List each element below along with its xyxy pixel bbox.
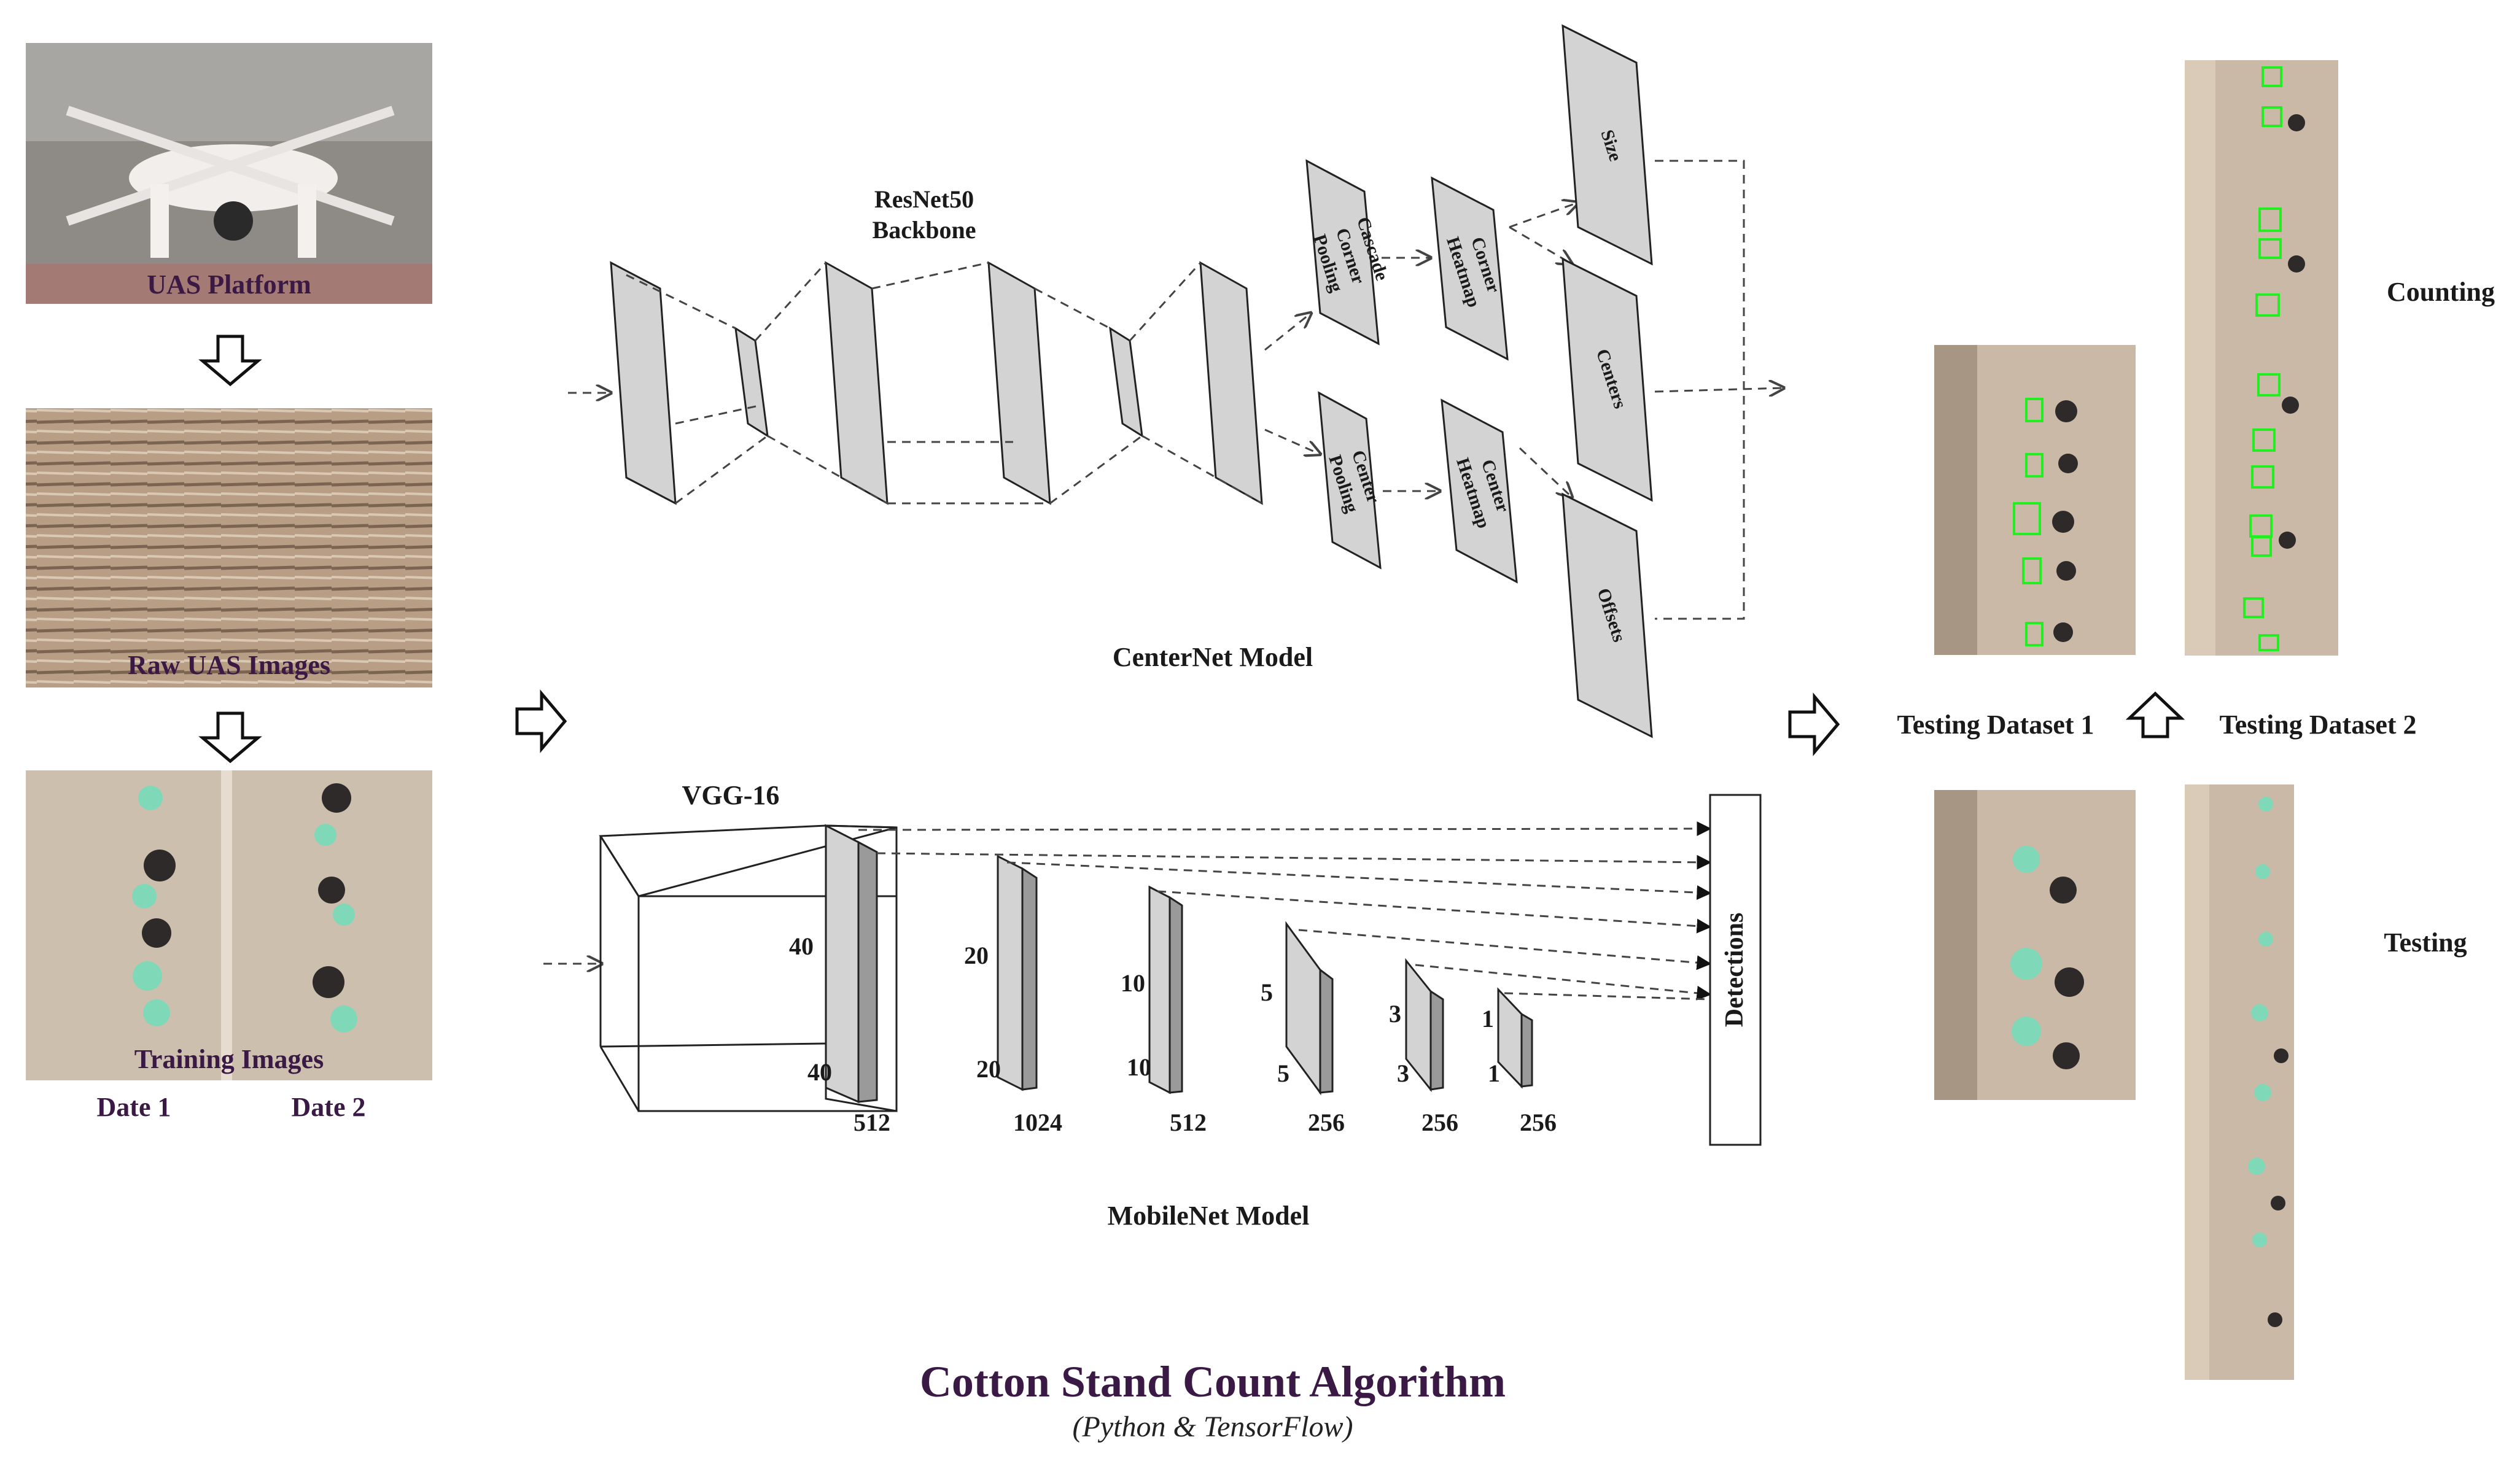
layer6-width: 1 — [1488, 1059, 1500, 1087]
conv-1-layer — [1497, 987, 1533, 1089]
center-heatmap-block: Center Heatmap — [1441, 398, 1518, 584]
conv-10-layer — [1148, 885, 1183, 1094]
mobilenet-model: VGG-16 40 40 512 20 20 1024 10 — [543, 780, 1762, 1231]
testing-crop-tall — [2185, 784, 2294, 1380]
backbone-label-line2: Backbone — [873, 216, 976, 244]
layer3-width: 10 — [1127, 1053, 1151, 1081]
layer5-width: 3 — [1397, 1059, 1409, 1087]
raw-uas-images-photo — [26, 408, 432, 687]
right-arrow-right-icon — [1788, 692, 1840, 756]
testing-dataset1-label: Testing Dataset 1 — [1897, 710, 2094, 740]
training-images-photo — [26, 770, 432, 1080]
backbone-layer-4 — [987, 261, 1051, 505]
backbone-layer-6 — [1199, 261, 1263, 505]
counting-label: Counting — [2387, 277, 2495, 307]
layer1-width: 40 — [807, 1058, 832, 1086]
layer5-height: 3 — [1389, 1000, 1401, 1028]
layer3-height: 10 — [1121, 969, 1145, 997]
layer6-channels: 256 — [1520, 1109, 1557, 1136]
counting-crop-tall — [2185, 60, 2338, 656]
layer1-channels: 512 — [854, 1109, 890, 1136]
backbone-layer-2 — [734, 327, 769, 438]
uas-platform-photo — [26, 43, 432, 304]
layer1-height: 40 — [789, 932, 814, 960]
conv-40-layer — [825, 824, 878, 1104]
backbone-layer-5 — [1109, 327, 1143, 438]
layer4-channels: 256 — [1308, 1109, 1345, 1136]
layer5-channels: 256 — [1421, 1109, 1458, 1136]
backbone-layer-1 — [610, 261, 677, 505]
centers-output-block: Centers — [1561, 257, 1653, 502]
conv-20-layer — [997, 854, 1038, 1091]
date1-label: Date 1 — [97, 1092, 171, 1122]
algorithm-subtitle: (Python & TensorFlow) — [1073, 1411, 1353, 1443]
testing-label: Testing — [2384, 928, 2467, 958]
layer2-width: 20 — [976, 1055, 1001, 1083]
layer3-channels: 512 — [1170, 1109, 1207, 1136]
conv-3-layer — [1405, 958, 1444, 1093]
offsets-output-block: Offsets — [1561, 492, 1653, 738]
backbone-label-line1: ResNet50 — [874, 185, 974, 213]
up-arrow-icon — [2125, 691, 2185, 738]
algorithm-title: Cotton Stand Count Algorithm — [920, 1357, 1506, 1406]
cascade-corner-pooling-block: Cascade Corner Pooling — [1305, 159, 1392, 346]
testing-dataset2-label: Testing Dataset 2 — [2219, 710, 2416, 740]
backbone-layer-3 — [825, 261, 889, 505]
layer6-height: 1 — [1482, 1005, 1494, 1032]
detection-arrows — [858, 821, 1712, 1001]
size-output-block: Size — [1561, 24, 1653, 266]
centernet-model-label: CenterNet Model — [1113, 642, 1313, 672]
center-pooling-block: Center Pooling — [1318, 391, 1383, 570]
right-arrow-left-icon — [515, 689, 567, 753]
layer4-width: 5 — [1277, 1059, 1289, 1087]
testing-crop-small — [1934, 790, 2136, 1100]
layer2-height: 20 — [964, 942, 989, 969]
layer2-channels: 1024 — [1013, 1109, 1062, 1136]
corner-heatmap-block: Corner Heatmap — [1431, 176, 1509, 361]
layer4-height: 5 — [1261, 978, 1273, 1006]
counting-crop-small — [1934, 345, 2136, 655]
detections-label: Detections — [1721, 913, 1749, 1028]
down-arrow-2-icon — [198, 711, 262, 764]
raw-uas-images-label: Raw UAS Images — [128, 650, 330, 680]
vgg16-label: VGG-16 — [682, 780, 780, 810]
training-images-label: Training Images — [134, 1044, 324, 1074]
centernet-model: ResNet50 Backbone Cascade Corner Pooling… — [568, 24, 1784, 738]
down-arrow-1-icon — [198, 335, 262, 387]
mobilenet-model-label: MobileNet Model — [1108, 1201, 1310, 1231]
backbone-connections — [626, 261, 1262, 505]
date2-label: Date 2 — [292, 1092, 366, 1122]
uas-platform-label: UAS Platform — [147, 269, 311, 300]
detections-box — [1709, 794, 1762, 1146]
conv-5-layer — [1285, 921, 1334, 1096]
